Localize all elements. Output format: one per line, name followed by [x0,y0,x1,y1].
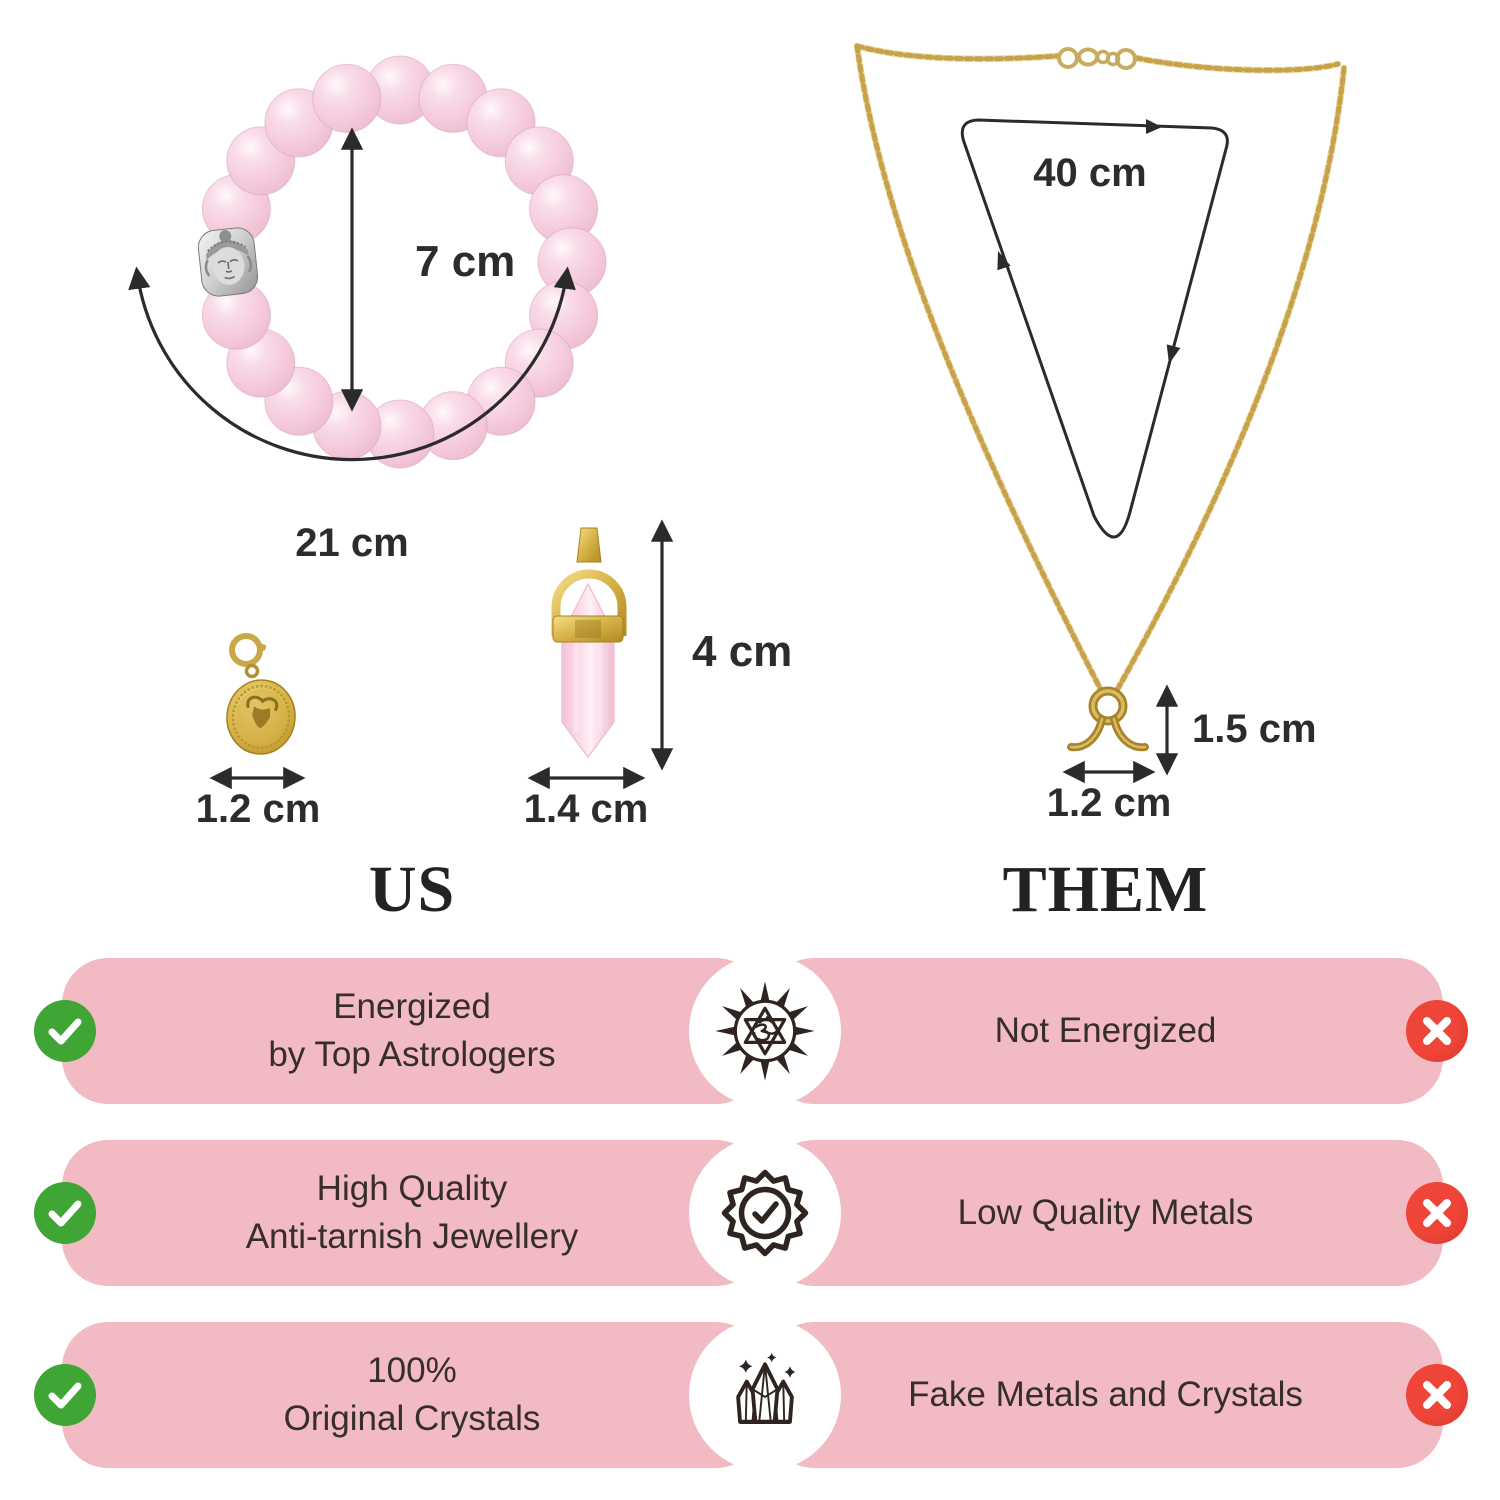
us-pill: 100% Original Crystals [62,1322,762,1468]
check-icon [48,1382,82,1409]
taurus-pendant [1067,686,1149,752]
us-text-line1: High Quality [316,1168,508,1208]
cross-badge [1406,1364,1468,1426]
necklace-length-loop [960,118,1229,539]
pendant-height-label: 1.5 cm [1192,707,1317,751]
check-badge [34,1000,96,1062]
product-measurements-art: 7 cm 21 cm 1.2 cm [128,42,1348,831]
cross-badge [1406,1182,1468,1244]
bracelet-circumference-label: 21 cm [295,521,408,565]
om-mandala-icon [715,981,815,1081]
us-text-line1: Energized [333,986,491,1026]
us-pill: High Quality Anti-tarnish Jewellery [62,1140,762,1286]
them-pill: Not Energized [768,958,1443,1104]
check-badge [34,1364,96,1426]
necklace-length-label: 40 cm [1033,151,1146,195]
comparison-row-energized: Energized by Top Astrologers Not Energiz… [0,955,1500,1107]
them-pill: Low Quality Metals [768,1140,1443,1286]
us-heading: US [368,853,456,926]
crystal-point-pendant: 4 cm 1.4 cm [524,519,792,831]
comparison-row-crystals: 100% Original Crystals Fake Metals and C… [0,1319,1500,1471]
check-icon [48,1200,82,1227]
bracelet-circumference-arc [128,266,576,462]
pendant-width-label: 1.2 cm [1047,781,1172,825]
cross-badge [1406,1000,1468,1062]
us-text-line2: Original Crystals [283,1399,541,1438]
necklace-clasp-icon [1057,47,1137,70]
comparison-row-quality: High Quality Anti-tarnish Jewellery Low … [0,1137,1500,1289]
quality-badge-icon [721,1169,809,1257]
buddha-bead [197,227,259,297]
us-text-line2: Anti-tarnish Jewellery [245,1217,579,1256]
us-pill: Energized by Top Astrologers [62,958,762,1104]
rose-quartz-bracelet: 7 cm 21 cm [128,55,607,565]
bracelet-diameter-label: 7 cm [415,237,515,286]
them-pill: Fake Metals and Crystals [768,1322,1443,1468]
them-text: Fake Metals and Crystals [908,1374,1303,1414]
us-text-line1: 100% [367,1350,457,1390]
them-text: Not Energized [994,1010,1217,1050]
cross-icon [1423,1381,1451,1409]
bead-ring [201,55,607,469]
row-icon-circle [689,955,841,1107]
row-icon-circle [689,1137,841,1289]
cross-icon [1423,1199,1451,1227]
gold-chain-necklace: 40 cm 1.5 cm 1.2 cm [853,42,1348,825]
zodiac-coin-charm: 1.2 cm [196,633,321,831]
row-icon-circle [689,1319,841,1471]
us-text-line2: by Top Astrologers [268,1035,556,1074]
coin-width-label: 1.2 cm [196,787,321,831]
crystal-height-label: 4 cm [692,627,792,676]
cross-icon [1423,1017,1451,1045]
them-heading: THEM [1002,853,1209,926]
them-text: Low Quality Metals [957,1192,1254,1232]
crystal-width-label: 1.4 cm [524,787,649,831]
chain [853,42,1348,696]
sparkling-crystals-icon [736,1352,796,1425]
check-icon [48,1018,82,1045]
check-badge [34,1182,96,1244]
